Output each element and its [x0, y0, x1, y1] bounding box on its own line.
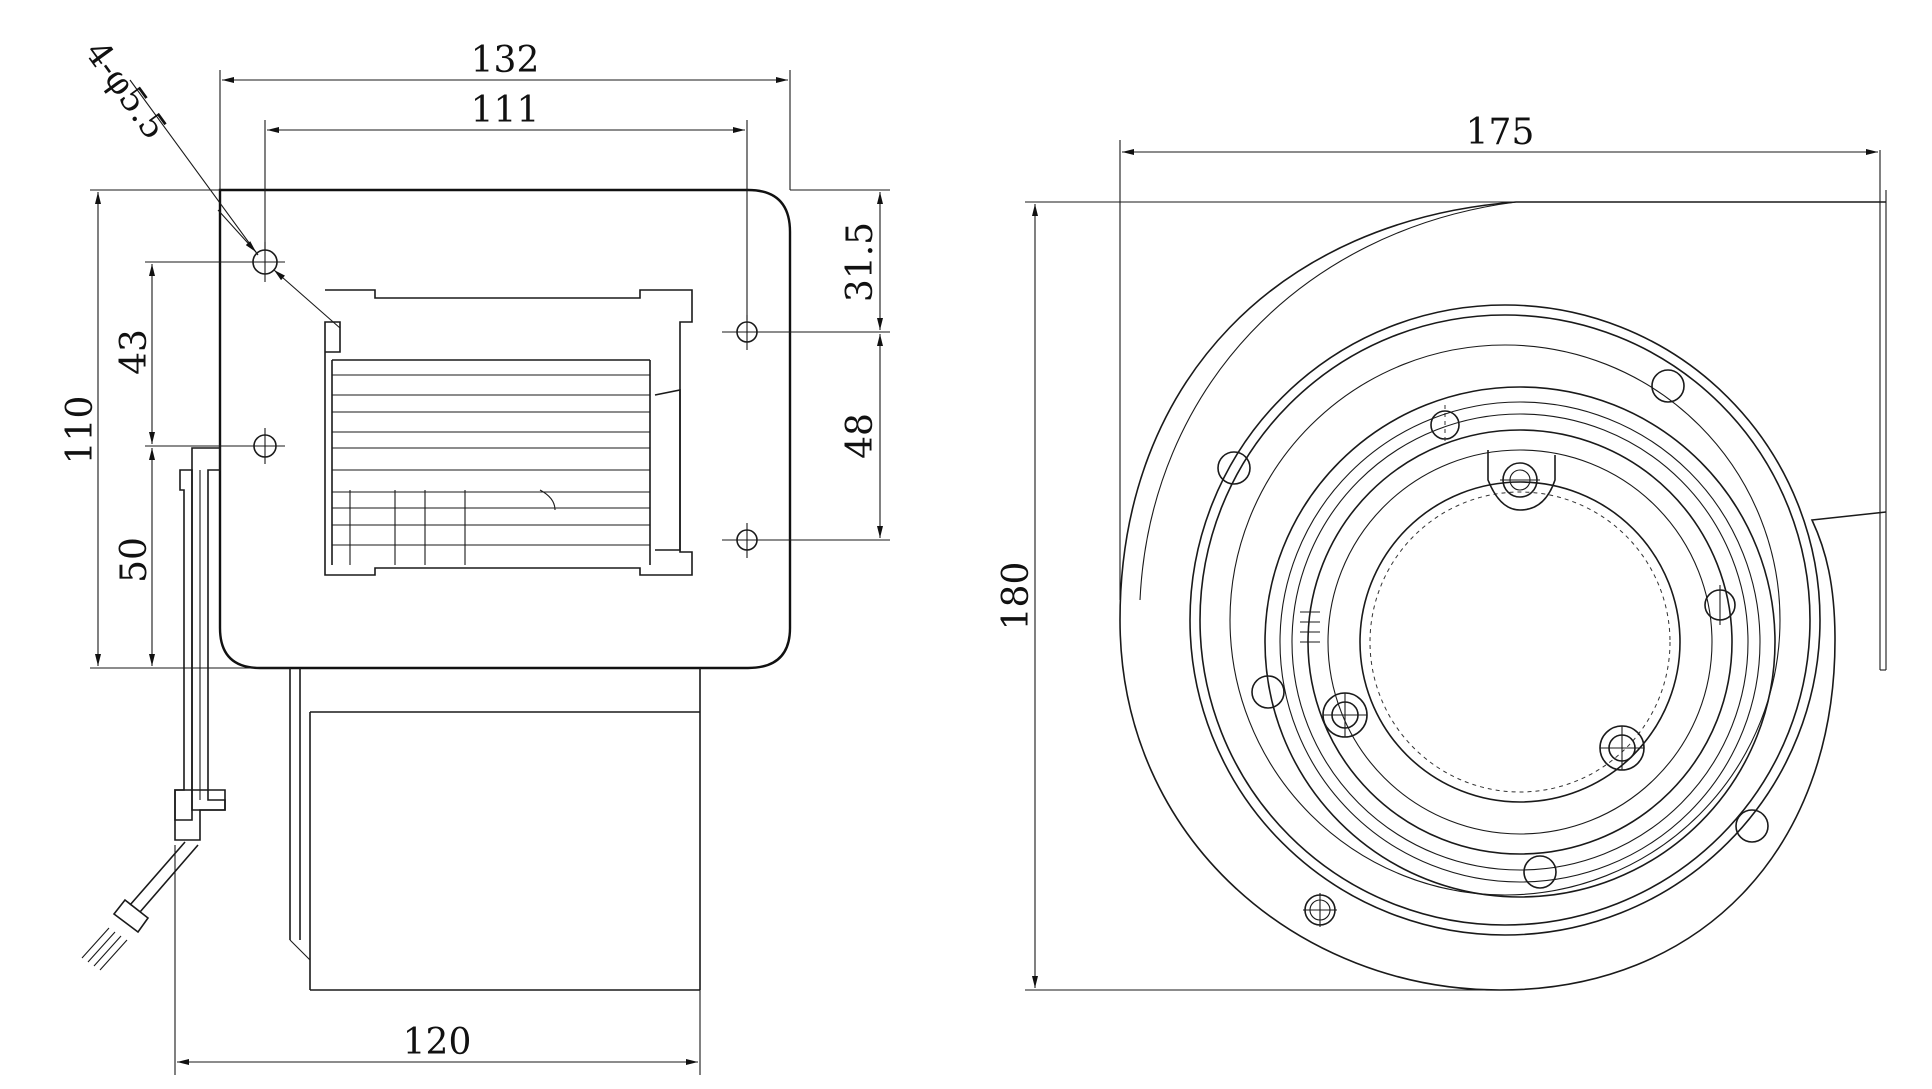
front-view [81, 188, 792, 991]
motor-body [289, 668, 701, 991]
dim-label-110: 110 [60, 396, 101, 465]
ring-holes [1217, 369, 1769, 927]
volute-housing [1119, 201, 1887, 991]
dim-label-43: 43 [114, 329, 155, 375]
ribs [1300, 611, 1320, 643]
dim-label-48: 48 [840, 413, 881, 459]
dim-label-50: 50 [114, 537, 155, 583]
hole-spec-label: 4-φ5.5 [77, 34, 175, 147]
power-cable [81, 841, 199, 971]
mounting-flange [218, 188, 792, 670]
dim-label-31-5: 31.5 [840, 222, 881, 302]
dim-label-132: 132 [471, 40, 540, 81]
dim-label-120: 120 [403, 1022, 472, 1063]
side-view-dimensions: 175 180 [996, 112, 1878, 991]
dim-label-180: 180 [996, 562, 1037, 631]
hole-spec-leader [129, 79, 259, 256]
inlet-flange-ring [1189, 304, 1821, 936]
dim-label-111: 111 [471, 90, 540, 131]
motor-screw-bosses [1322, 450, 1645, 771]
dim-label-175: 175 [1466, 112, 1535, 153]
outlet-opening [324, 289, 693, 576]
side-view [1119, 150, 1887, 991]
inlet-ring [1307, 429, 1733, 855]
side-bracket [174, 447, 226, 841]
inlet-opening [1359, 481, 1681, 803]
